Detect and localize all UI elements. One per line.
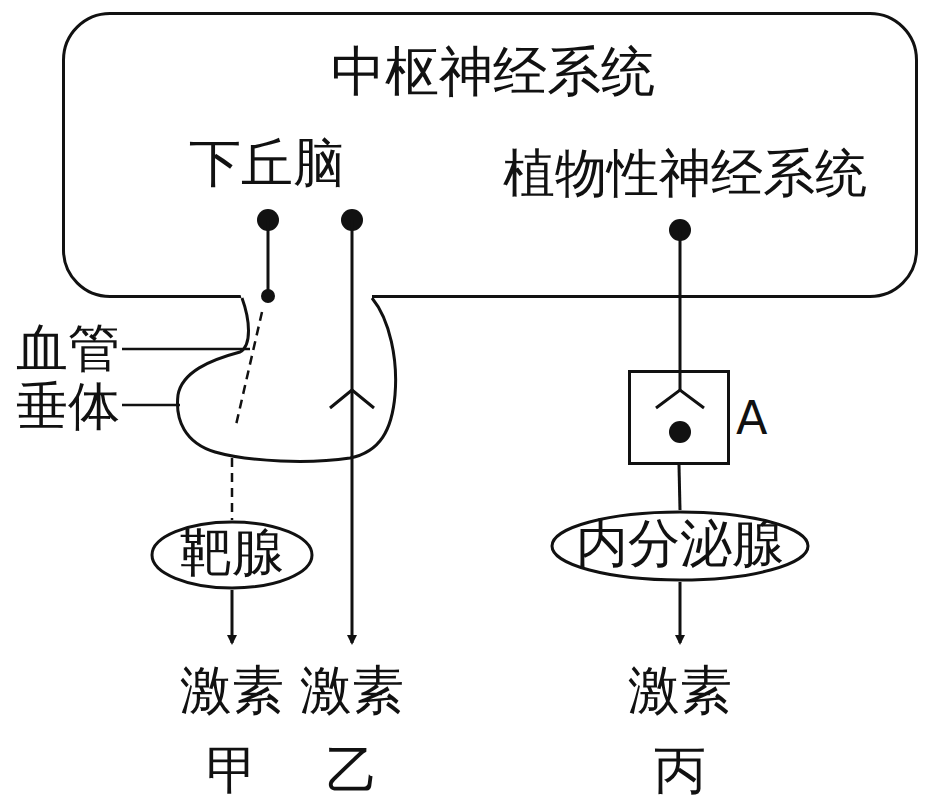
synapse-box: A — [628, 370, 730, 465]
nerve-connector — [679, 465, 680, 510]
region-label: 下丘脑 — [172, 133, 362, 193]
hormone-label: 激素 丙 — [625, 650, 735, 800]
part-label: 垂体 — [12, 376, 124, 436]
gland-ellipse: 靶腺 — [150, 520, 314, 590]
node-title: 内分泌腺 — [550, 513, 810, 573]
hormone-label: 激素 甲 — [177, 650, 287, 800]
node-title: 中枢神经系统 — [65, 42, 921, 102]
nerve-ending — [656, 390, 704, 408]
region-label: 植物性神经系统 — [480, 143, 890, 203]
blood-vessel-dashed — [236, 312, 262, 425]
part-label: 血管 — [12, 318, 124, 378]
axon — [351, 220, 354, 643]
axon — [679, 230, 682, 392]
pituitary-outline — [177, 298, 395, 461]
hormone-label: 激素 乙 — [297, 650, 407, 800]
pituitary-fill — [177, 293, 395, 461]
axon-terminal — [261, 289, 275, 303]
node-title: A — [736, 388, 796, 448]
nerve-ending — [330, 390, 374, 408]
gland-ellipse: 内分泌腺 — [550, 510, 810, 582]
leader-line — [122, 348, 250, 351]
secretion-arrow — [231, 590, 234, 643]
neuron-body — [669, 421, 691, 443]
node-title: 靶腺 — [150, 522, 314, 582]
leader-line — [122, 404, 180, 407]
axon — [267, 220, 270, 295]
blood-vessel-dashed — [231, 458, 234, 520]
secretion-arrow — [679, 582, 682, 643]
